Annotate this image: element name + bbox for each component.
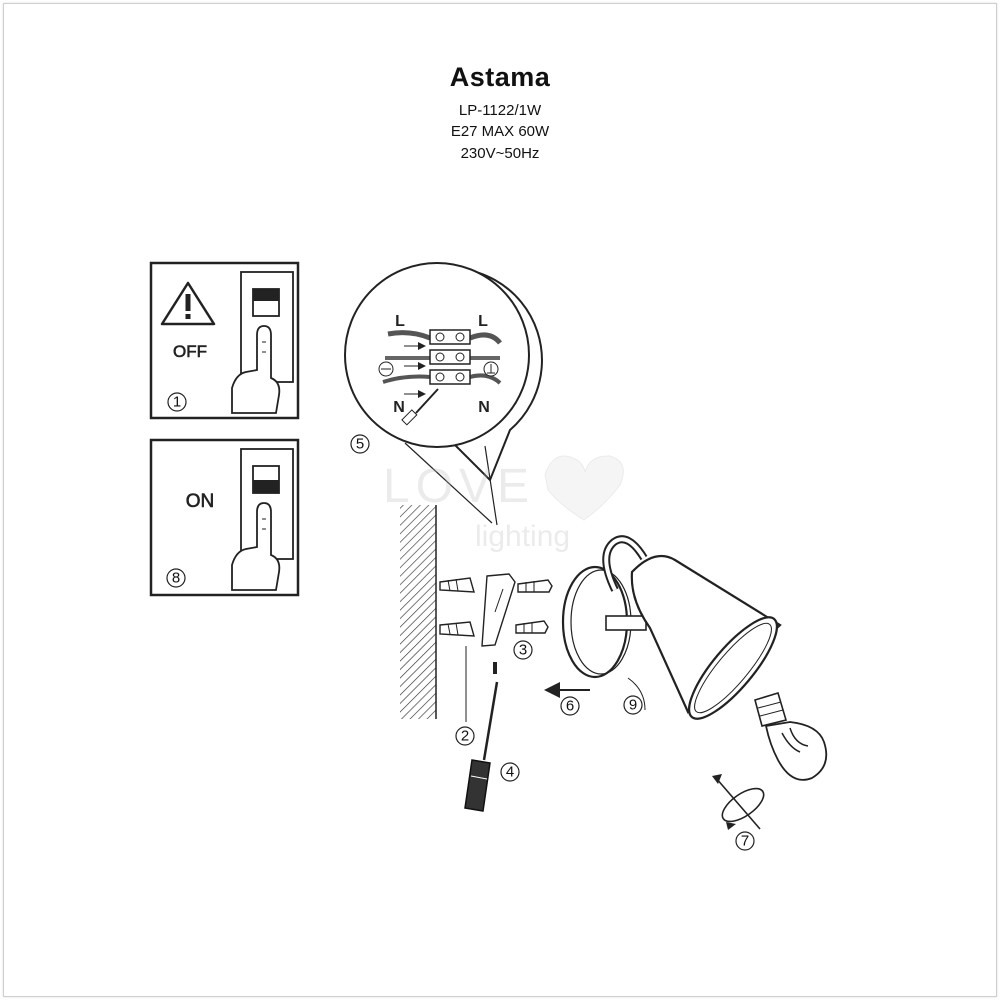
right-live-label: L — [478, 313, 488, 330]
left-neutral-label: N — [393, 399, 405, 416]
ground-icon — [378, 361, 499, 377]
step-number-1: 1 — [173, 394, 181, 411]
rotate-icon — [712, 774, 765, 830]
warning-icon — [160, 281, 216, 326]
bulb-icon — [754, 692, 828, 781]
step-number-7: 7 — [741, 833, 749, 850]
watermark-brand-top: LOVE — [383, 460, 535, 513]
step-number-3: 3 — [519, 642, 527, 659]
page-frame — [3, 3, 997, 997]
screwdriver-icon — [464, 681, 499, 812]
screwdriver-icon — [401, 388, 439, 426]
model-number: LP-1122/1W — [458, 102, 542, 119]
step-number-6: 6 — [566, 698, 574, 715]
hand-pointer-icon — [231, 502, 281, 591]
wiring-detail: L L N N — [344, 262, 543, 526]
panel-on: ON 8 — [149, 438, 300, 597]
hand-pointer-icon — [231, 325, 281, 414]
terminal-block — [429, 329, 471, 385]
wall-section — [400, 505, 437, 719]
step-number-5: 5 — [356, 436, 364, 453]
watermark: LOVE lighting — [383, 455, 624, 553]
panel-off: OFF 1 — [149, 261, 300, 420]
spotlight-fixture — [561, 535, 782, 720]
step-number-8: 8 — [172, 570, 180, 587]
product-title: Astama — [449, 62, 551, 92]
step-number-9: 9 — [629, 697, 637, 714]
on-label: ON — [186, 491, 215, 512]
power-spec: 230V~50Hz — [460, 145, 540, 162]
off-label: OFF — [173, 342, 207, 361]
lamp-spec: E27 MAX 60W — [450, 123, 550, 140]
left-live-label: L — [395, 313, 405, 330]
step-number-4: 4 — [506, 764, 514, 781]
step-number-2: 2 — [461, 728, 469, 745]
wall-anchors — [439, 577, 475, 722]
watermark-brand-bottom: lighting — [475, 520, 570, 553]
screws — [493, 579, 553, 674]
right-neutral-label: N — [478, 399, 490, 416]
mounting-bracket — [481, 573, 516, 647]
